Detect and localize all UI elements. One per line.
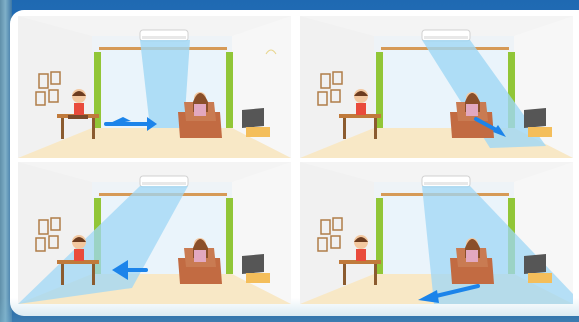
- airflow-panel-down-right: [300, 16, 573, 158]
- room-scene: [18, 162, 291, 304]
- airflow-panel-down-left: [18, 162, 291, 304]
- room-scene: [18, 16, 291, 158]
- room-scene: [300, 162, 573, 304]
- airflow-panel-down-right-wide: [300, 162, 573, 304]
- airflow-panel-horizontal: [18, 16, 291, 158]
- room-scene: [300, 16, 573, 158]
